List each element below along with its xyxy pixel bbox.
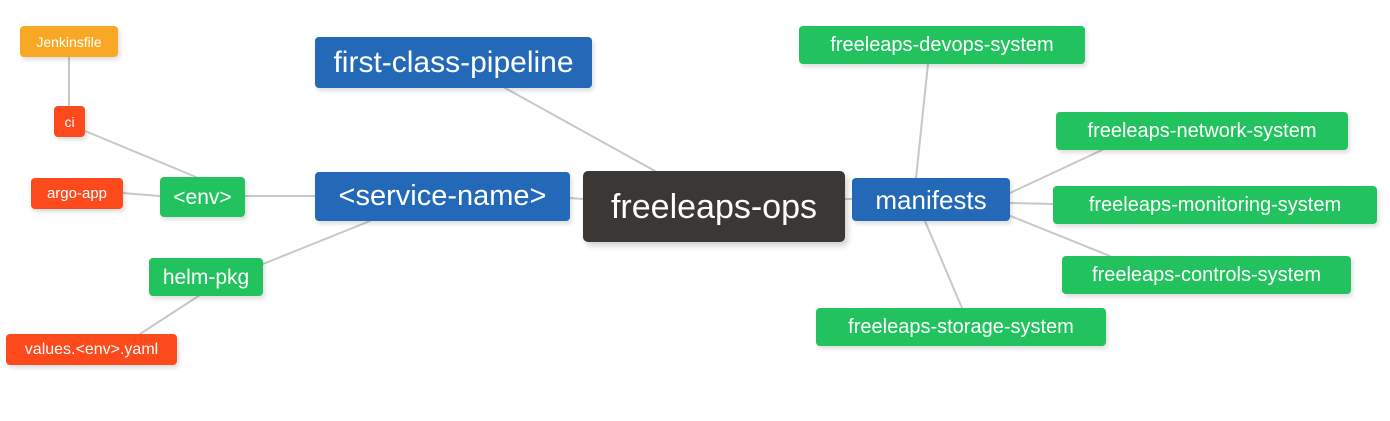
edge-manifests-to-freeleaps-storage-system bbox=[924, 220, 963, 309]
mindmap-node-freeleaps-devops-system[interactable]: freeleaps-devops-system bbox=[799, 26, 1085, 64]
mindmap-node-env[interactable]: <env> bbox=[160, 177, 245, 217]
node-label-freeleaps-controls-system: freeleaps-controls-system bbox=[1092, 264, 1321, 286]
node-label-freeleaps-devops-system: freeleaps-devops-system bbox=[830, 34, 1054, 56]
mindmap-node-first-class-pipeline[interactable]: first-class-pipeline bbox=[315, 37, 592, 88]
edge-argo-app-to-env bbox=[122, 192, 161, 197]
mindmap-node-freeleaps-network-system[interactable]: freeleaps-network-system bbox=[1056, 112, 1348, 150]
mindmap-node-freeleaps-storage-system[interactable]: freeleaps-storage-system bbox=[816, 308, 1106, 346]
node-label-argo-app: argo-app bbox=[46, 185, 108, 202]
node-label-manifests: manifests bbox=[875, 184, 987, 215]
node-label-freeleaps-monitoring-system: freeleaps-monitoring-system bbox=[1088, 194, 1342, 216]
mindmap-node-helm-pkg[interactable]: helm-pkg bbox=[149, 258, 263, 296]
edge-service-name-to-freeleaps-ops bbox=[569, 197, 584, 200]
mindmap-node-manifests[interactable]: manifests bbox=[852, 178, 1010, 221]
mindmap-node-values-yaml[interactable]: values.<env>.yaml bbox=[6, 334, 177, 365]
node-label-ci: ci bbox=[64, 113, 75, 130]
edge-manifests-to-freeleaps-devops-system bbox=[915, 63, 929, 179]
edge-manifests-to-freeleaps-monitoring-system bbox=[1009, 202, 1054, 205]
edge-ci-to-env bbox=[84, 130, 197, 178]
mindmap-node-freeleaps-controls-system[interactable]: freeleaps-controls-system bbox=[1062, 256, 1351, 294]
edge-values-yaml-to-helm-pkg bbox=[139, 294, 201, 335]
mindmap-node-ci[interactable]: ci bbox=[54, 106, 85, 137]
node-label-service-name: <service-name> bbox=[338, 180, 547, 212]
node-label-first-class-pipeline: first-class-pipeline bbox=[333, 45, 574, 79]
mindmap-node-freeleaps-monitoring-system[interactable]: freeleaps-monitoring-system bbox=[1053, 186, 1377, 224]
node-label-freeleaps-storage-system: freeleaps-storage-system bbox=[848, 316, 1074, 338]
mindmap-node-service-name[interactable]: <service-name> bbox=[315, 172, 570, 221]
node-label-helm-pkg: helm-pkg bbox=[162, 265, 250, 289]
mindmap-node-freeleaps-ops[interactable]: freeleaps-ops bbox=[583, 171, 845, 242]
node-label-env: <env> bbox=[173, 185, 232, 209]
edge-first-class-pipeline-to-freeleaps-ops bbox=[504, 87, 656, 172]
node-label-values-yaml: values.<env>.yaml bbox=[24, 340, 159, 358]
node-label-freeleaps-ops: freeleaps-ops bbox=[610, 187, 817, 226]
mindmap-node-argo-app[interactable]: argo-app bbox=[31, 178, 123, 209]
node-label-jenkinsfile: Jenkinsfile bbox=[36, 33, 102, 50]
edge-helm-pkg-to-service-name bbox=[262, 220, 371, 265]
node-label-freeleaps-network-system: freeleaps-network-system bbox=[1087, 120, 1317, 142]
mindmap-node-jenkinsfile[interactable]: Jenkinsfile bbox=[20, 26, 118, 57]
